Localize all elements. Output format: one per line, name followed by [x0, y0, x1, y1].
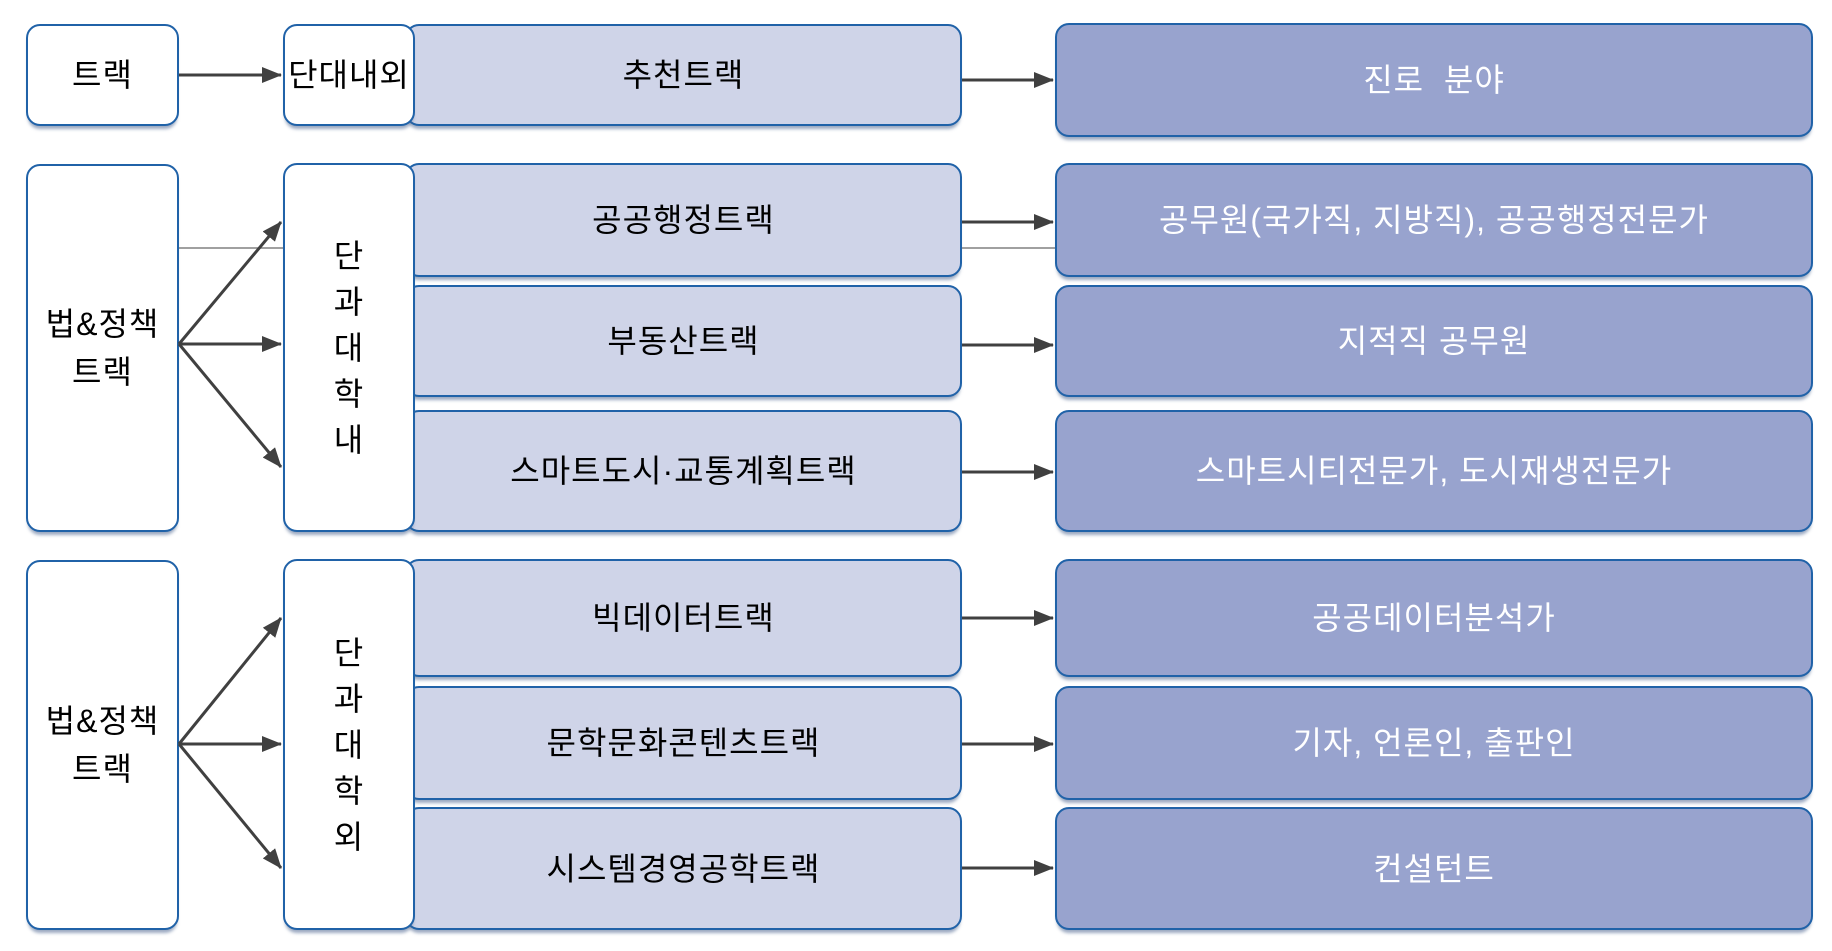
section1-career-box-3: 스마트시티전문가, 도시재생전문가	[1055, 410, 1813, 532]
section2-track-box-1: 빅데이터트랙	[405, 559, 962, 677]
section1-track-box-1: 공공행정트랙	[405, 163, 962, 277]
section2-track-box-2: 문학문화콘텐츠트랙	[405, 686, 962, 800]
header-track-box: 트랙	[26, 24, 179, 126]
section1-career-box-2: 지적직 공무원	[1055, 285, 1813, 397]
section2-career-label-3: 컨설턴트	[1373, 850, 1495, 887]
header-track-label: 트랙	[72, 57, 133, 93]
section2-college-label: 단 과 대 학 외	[333, 634, 365, 855]
fan1-arrow-3	[177, 343, 283, 468]
section2-career-label-2: 기자, 언론인, 출판인	[1292, 725, 1576, 761]
section2-career-box-1: 공공데이터분석가	[1055, 559, 1813, 677]
section1-track-label-2: 부동산트랙	[607, 323, 760, 359]
header-recommended-track-label: 추천트랙	[622, 57, 745, 93]
section1-career-box-1: 공무원(국가직, 지방직), 공공행정전문가	[1055, 163, 1813, 277]
section1-college-label: 단 과 대 학 내	[333, 237, 365, 458]
section1-career-label-2: 지적직 공무원	[1337, 323, 1531, 359]
section2-career-label-1: 공공데이터분석가	[1312, 600, 1556, 636]
section2-career-box-2: 기자, 언론인, 출판인	[1055, 686, 1813, 800]
section1-group-box: 법&정책 트랙	[26, 164, 179, 532]
fan2-arrow-3	[177, 743, 283, 869]
section2-group-box: 법&정책 트랙	[26, 560, 179, 930]
section1-career-label-1: 공무원(국가직, 지방직), 공공행정전문가	[1159, 202, 1709, 238]
section2-track-label-2: 문학문화콘텐츠트랙	[546, 725, 821, 761]
header-scope-box: 단대내외	[283, 24, 415, 126]
section2-track-label-1: 빅데이터트랙	[592, 600, 775, 636]
section1-track-label-1: 공공행정트랙	[592, 202, 775, 238]
section2-college-box: 단 과 대 학 외	[283, 559, 415, 930]
fan2-arrow-1	[177, 617, 283, 745]
header-career-field-box: 진로 분야	[1055, 23, 1813, 137]
section2-group-label: 법&정책 트랙	[45, 703, 160, 787]
fan1-arrow-1	[177, 221, 283, 345]
section1-track-box-2: 부동산트랙	[405, 285, 962, 397]
section1-track-label-3: 스마트도시·교통계획트랙	[510, 453, 857, 489]
section1-college-box: 단 과 대 학 내	[283, 163, 415, 532]
section1-group-label: 법&정책 트랙	[45, 306, 160, 390]
section1-career-label-3: 스마트시티전문가, 도시재생전문가	[1195, 453, 1673, 489]
header-scope-label: 단대내외	[288, 57, 410, 93]
section2-track-label-3: 시스템경영공학트랙	[546, 850, 821, 887]
section2-career-box-3: 컨설턴트	[1055, 807, 1813, 930]
header-recommended-track-box: 추천트랙	[405, 24, 962, 126]
section2-track-box-3: 시스템경영공학트랙	[405, 807, 962, 930]
header-career-field-label: 진로 분야	[1363, 62, 1505, 98]
section1-track-box-3: 스마트도시·교통계획트랙	[405, 410, 962, 532]
